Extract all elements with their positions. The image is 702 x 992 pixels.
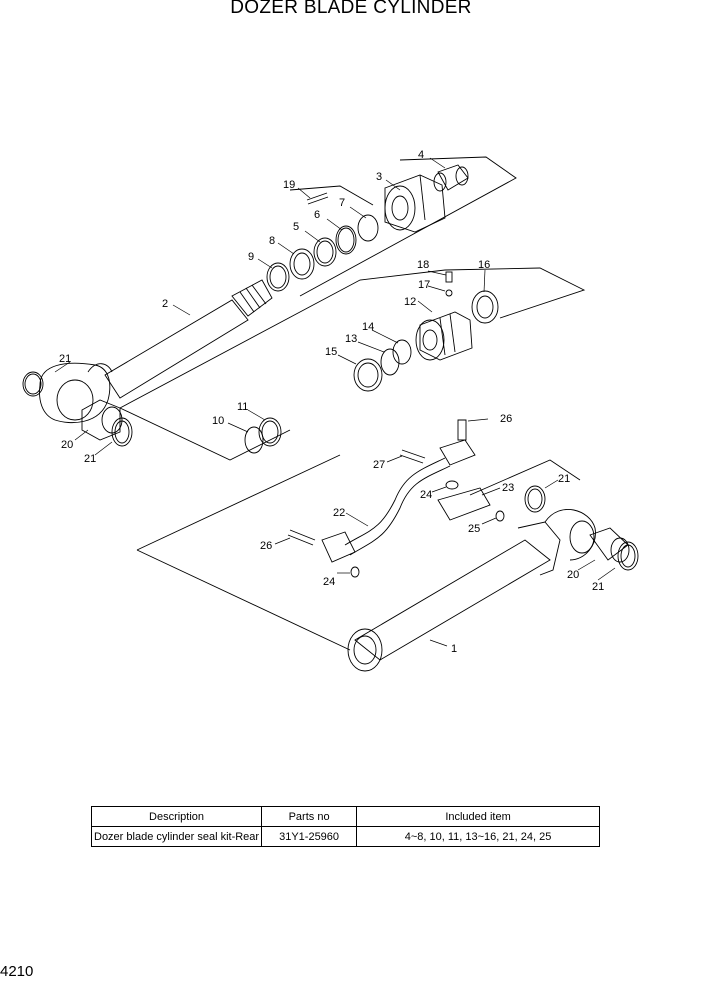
frame-lines-lower <box>136 454 581 651</box>
page-title: DOZER BLADE CYLINDER <box>230 0 472 18</box>
piston <box>415 311 473 361</box>
pipe-assembly <box>321 439 505 578</box>
wiper-ring-rod-end <box>22 371 133 447</box>
callout-24: 24 <box>420 489 432 501</box>
callout-5: 5 <box>293 221 299 233</box>
callout-25: 25 <box>468 523 480 535</box>
header-included-item: Included item <box>356 806 600 827</box>
callout-7: 7 <box>339 197 345 209</box>
frame-lines-middle <box>119 267 586 461</box>
bushing-tube-end <box>524 485 639 571</box>
bearing-rings <box>244 417 282 454</box>
callout-23: 23 <box>502 482 514 494</box>
frame-lines-upper <box>289 156 517 297</box>
callout-2: 2 <box>162 298 168 310</box>
leader-lines <box>54 157 616 647</box>
callout-21: 21 <box>84 453 96 465</box>
callout-12: 12 <box>404 296 416 308</box>
rod-seals <box>266 214 379 292</box>
callout-27: 27 <box>373 459 385 471</box>
cylinder-tube <box>347 509 596 672</box>
exploded-parts-diagram: 1234567891011121314151617181920202121212… <box>22 149 639 672</box>
piston-seals <box>353 271 499 392</box>
callout-20: 20 <box>61 439 73 451</box>
callout-22: 22 <box>333 507 345 519</box>
callout-21: 21 <box>558 473 570 485</box>
callout-24: 24 <box>323 576 335 588</box>
callout-14: 14 <box>362 321 374 333</box>
callout-labels: 1234567891011121314151617181920202121212… <box>59 149 604 655</box>
callout-15: 15 <box>325 346 337 358</box>
bolts-26-27 <box>287 419 467 546</box>
cell-description: Dozer blade cylinder seal kit-Rear <box>90 826 263 847</box>
callout-26: 26 <box>260 540 272 552</box>
seal-kit-table: Description Parts no Included item Dozer… <box>90 806 600 847</box>
callout-16: 16 <box>478 259 490 271</box>
cell-included-item: 4~8, 10, 11, 13~16, 21, 24, 25 <box>356 826 600 847</box>
callout-21: 21 <box>592 581 604 593</box>
table-header-row: Description Parts no Included item <box>90 806 600 827</box>
callout-1: 1 <box>451 643 457 655</box>
callout-8: 8 <box>269 235 275 247</box>
gland <box>384 174 446 233</box>
callout-10: 10 <box>212 415 224 427</box>
callout-19: 19 <box>283 179 295 191</box>
bushing-gland <box>433 164 469 192</box>
page-number: 4210 <box>0 963 34 980</box>
header-description: Description <box>90 806 263 827</box>
callout-20: 20 <box>567 569 579 581</box>
callout-11: 11 <box>237 401 248 413</box>
bolt-19 <box>306 192 329 205</box>
callout-4: 4 <box>418 149 424 161</box>
callout-26: 26 <box>500 413 512 425</box>
callout-18: 18 <box>417 259 429 271</box>
callout-9: 9 <box>248 251 254 263</box>
table-row: Dozer blade cylinder seal kit-Rear 31Y1-… <box>90 826 600 847</box>
callout-17: 17 <box>418 279 430 291</box>
callout-6: 6 <box>314 209 320 221</box>
cell-parts-no: 31Y1-25960 <box>261 826 358 847</box>
callout-21: 21 <box>59 353 71 365</box>
callout-13: 13 <box>345 333 357 345</box>
header-parts-no: Parts no <box>261 806 358 827</box>
callout-3: 3 <box>376 171 382 183</box>
